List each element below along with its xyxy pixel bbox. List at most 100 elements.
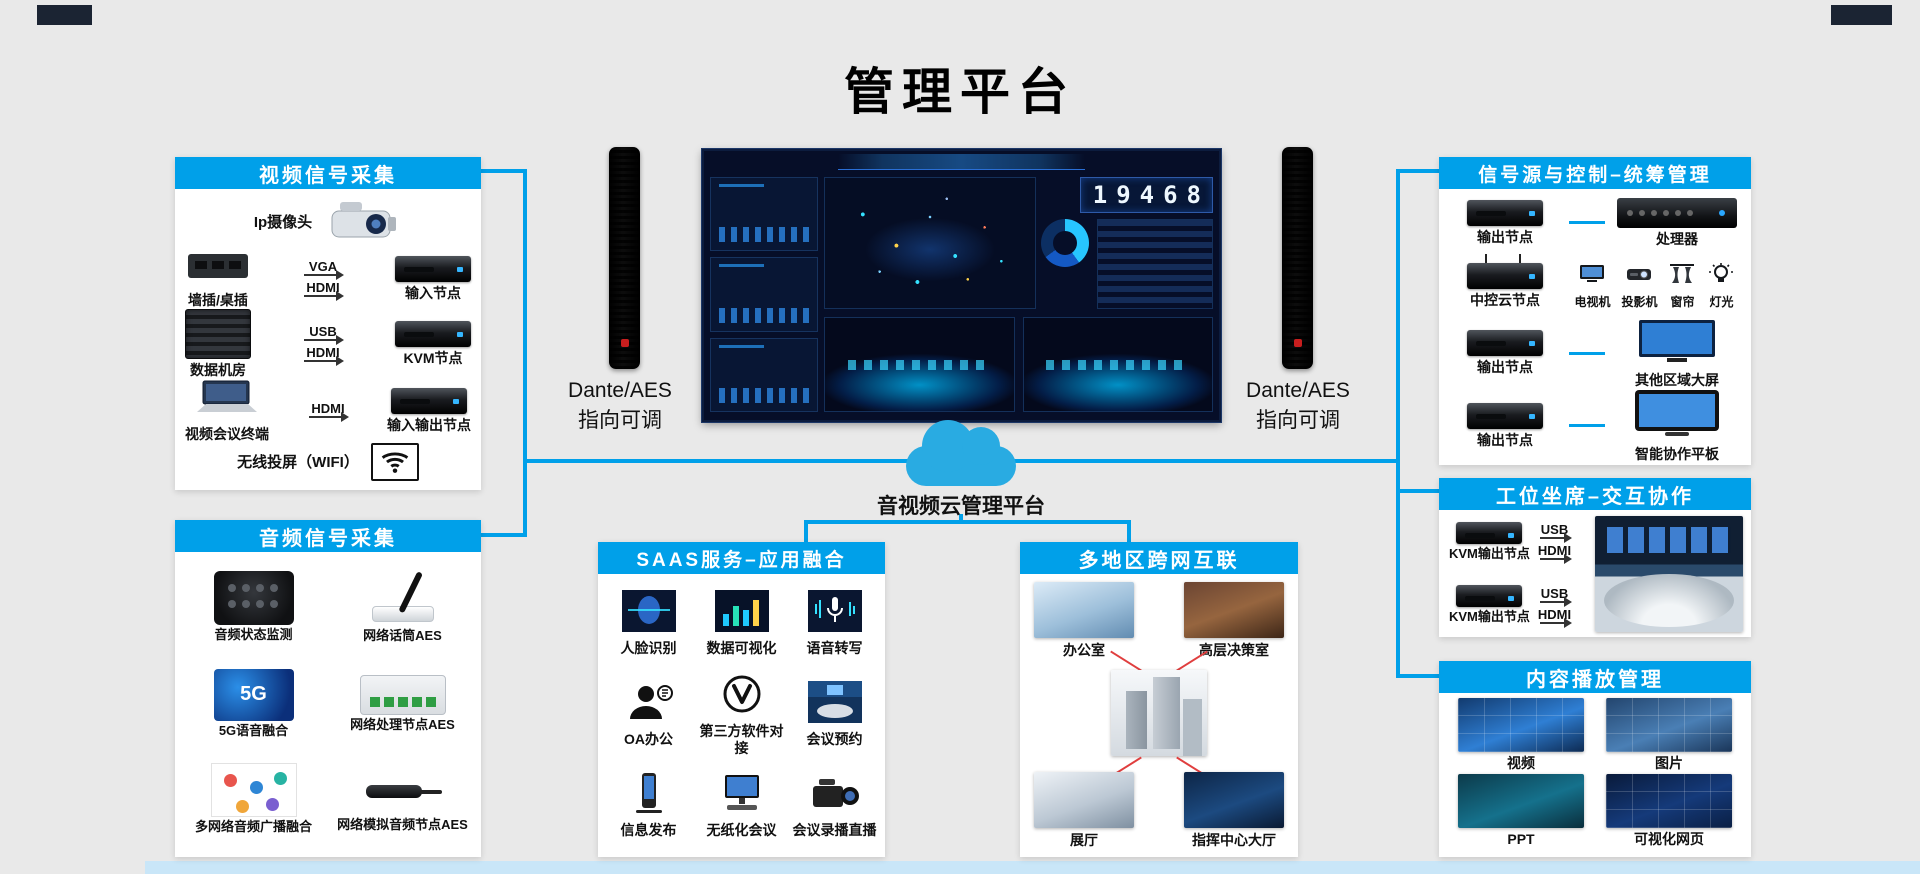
corner-decoration-left: [37, 5, 92, 25]
face-recognition-item: 人脸识别: [602, 582, 695, 665]
wall-plate-item: 墙插/桌插: [185, 248, 251, 309]
panel-audio-capture-header: 音频信号采集: [175, 520, 481, 552]
connector-line: [1127, 520, 1131, 544]
kvm-output-label: KVM输出节点: [1449, 545, 1530, 561]
input-node-label: 输入节点: [405, 284, 461, 301]
speaker-right-label-line1: Dante/AES: [1246, 379, 1350, 402]
meeting-booking-item: 会议预约: [788, 665, 881, 764]
connector-line: [1398, 169, 1440, 173]
wifi-icon: [370, 442, 419, 481]
meeting-booking-label: 会议预约: [806, 731, 863, 748]
meeting-record-label: 会议录播直播: [792, 822, 877, 839]
broadcast-fusion-label: 多网络音频广播融合: [194, 818, 312, 834]
office-label: 办公室: [1063, 642, 1105, 658]
vga-label: VGA: [308, 258, 338, 274]
data-viz-label: 数据可视化: [706, 640, 777, 657]
web-dashboard-photo: [1606, 774, 1732, 829]
speaker-left-label-line2: 指向可调: [578, 409, 662, 433]
meeting-room-icon: [807, 681, 862, 728]
speaker-column-right: [1282, 147, 1313, 369]
network-mic-item: 网络话筒AES: [328, 558, 477, 656]
analog-audio-node-icon: [360, 765, 446, 815]
speaker-column-left: [609, 147, 640, 369]
video-item: 视频: [1447, 697, 1595, 773]
panel-workstation: 工位坐席–交互协作 KVM输出节点 USB HDMI KVM输出: [1439, 478, 1751, 637]
tv-icon: [1578, 262, 1606, 291]
panel-workstation-header: 工位坐席–交互协作: [1439, 478, 1751, 510]
kvm-node-device-icon: [395, 320, 471, 347]
panel-content-playback-header: 内容播放管理: [1439, 661, 1751, 693]
light-item: 灯光: [1707, 262, 1735, 310]
conference-terminal-label: 视频会议终端: [185, 426, 269, 443]
arrow-right-icon: [1539, 596, 1572, 607]
audio-node-label: 网络处理节点AES: [350, 716, 455, 732]
boardroom-photo: [1184, 582, 1284, 638]
connector-line: [1398, 674, 1440, 678]
picture-item: 图片: [1595, 697, 1743, 773]
third-party-item: 第三方软件对接: [695, 665, 788, 764]
area-screen-label: 其他区域大屏: [1635, 371, 1719, 388]
5g-voice-label: 5G语音融合: [218, 722, 289, 738]
area-screen-item: 其他区域大屏: [1613, 318, 1741, 389]
wall-plate-icon: [185, 248, 251, 289]
voice-transcription-icon: [807, 590, 862, 637]
dashboard-big-number: 19468: [1079, 177, 1213, 213]
collab-tablet-icon: [1631, 388, 1723, 443]
connector-line: [959, 514, 963, 524]
5g-voice-item: 5G 5G语音融合: [179, 656, 328, 750]
curtain-icon: [1668, 262, 1696, 291]
panel-video-capture-header: 视频信号采集: [175, 157, 481, 189]
dashboard-data-list: [1097, 219, 1213, 309]
kvm-node-label: KVM节点: [403, 349, 463, 366]
processor-item: 处理器: [1613, 197, 1741, 248]
output-node-label: 输出节点: [1477, 431, 1533, 448]
dashboard-3d-panel: [1022, 317, 1213, 412]
hdmi-label: HDMI: [311, 401, 345, 417]
server-rack-icon: [185, 308, 251, 359]
usb-label: USB: [1540, 585, 1569, 601]
vga-hdmi-connector: VGA HDMI: [304, 258, 344, 301]
dashboard-widget: [710, 337, 818, 412]
projector-icon: [1625, 262, 1653, 291]
connector-line: [479, 169, 527, 173]
output-node-item: 输出节点: [1449, 199, 1561, 246]
light-icon: [1707, 262, 1735, 291]
io-node-device-icon: [391, 387, 467, 414]
dashboard-network-graph: [824, 177, 1036, 309]
conference-terminal-item: 视频会议终端: [185, 378, 269, 443]
blue-link-line: [1569, 351, 1605, 355]
dashboard-donut-chart: [1041, 219, 1089, 267]
picture-wall-photo: [1606, 698, 1732, 753]
connector-line: [1396, 169, 1400, 678]
ptz-camera-icon: [328, 195, 402, 248]
broadcast-fusion-item: 多网络音频广播融合: [179, 751, 328, 847]
panel-saas-services: SAAS服务–应用融合 人脸识别 数据可视化 语音转写 OA办公 第三方软件对接: [598, 542, 885, 857]
audio-monitor-icon: [213, 571, 294, 626]
panel-signal-control-header: 信号源与控制–统筹管理: [1439, 157, 1751, 189]
third-party-label: 第三方软件对接: [699, 722, 784, 756]
command-center-photo: [1184, 772, 1284, 828]
boardroom-label: 高层决策室: [1199, 642, 1269, 658]
arrow-right-icon: [1539, 554, 1572, 565]
oa-office-item: OA办公: [602, 665, 695, 764]
speaker-left-label-line1: Dante/AES: [568, 379, 672, 402]
speaker-right-label-line2: 指向可调: [1256, 409, 1340, 433]
kiosk-icon: [622, 772, 676, 819]
meeting-record-item: 会议录播直播: [788, 764, 881, 847]
dashboard-screen: 19468: [702, 149, 1221, 422]
panel-saas-header: SAAS服务–应用融合: [598, 542, 885, 574]
usb-hdmi-connector: USB HDMI: [1537, 523, 1572, 565]
hdmi-label: HDMI: [1537, 543, 1572, 559]
voice-transcription-item: 语音转写: [788, 582, 881, 665]
webpage-label: 可视化网页: [1634, 831, 1704, 848]
analog-audio-label: 网络模拟音频节点AES: [337, 816, 468, 832]
dashboard-header-bar: [837, 154, 1086, 170]
video-wall-photo: [1458, 698, 1584, 753]
dashboard-right-widgets: 19468: [1041, 177, 1213, 309]
usb-hdmi-connector: USB HDMI: [1538, 585, 1572, 628]
panel-audio-capture: 音频信号采集 音频状态监测 网络话筒AES 5G 5G语音融合 网络处理节点AE…: [175, 520, 481, 857]
light-label: 灯光: [1709, 295, 1734, 310]
input-node-device-icon: [395, 255, 471, 282]
io-node-item: 输入输出节点: [387, 387, 471, 434]
